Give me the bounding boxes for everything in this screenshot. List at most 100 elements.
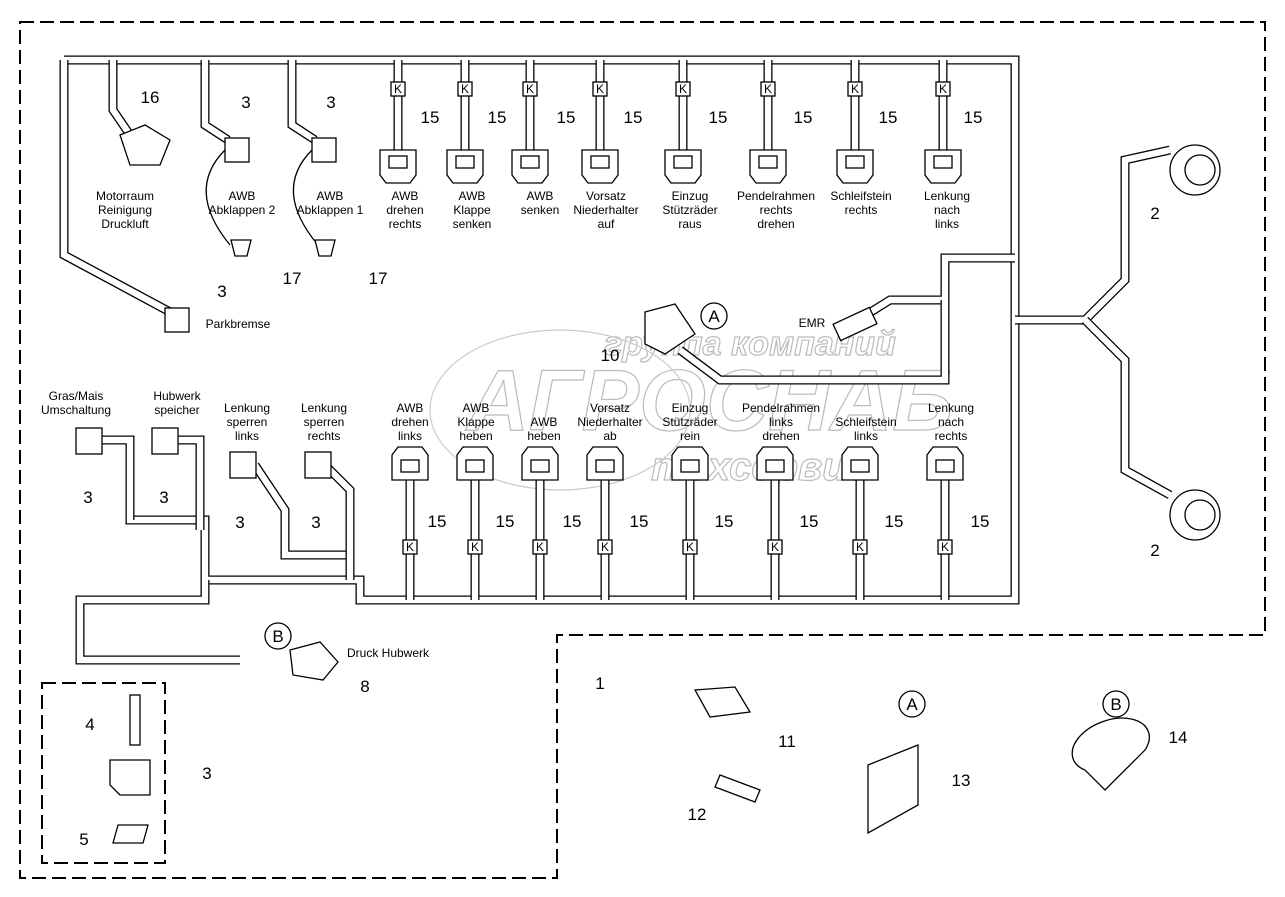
callout-number: 15 xyxy=(428,512,447,531)
connector-15-socket xyxy=(520,155,540,169)
k-marker-label: K xyxy=(406,540,414,554)
k-marker xyxy=(847,81,863,97)
bottom-connector-label: links xyxy=(235,429,259,443)
harness-plug-bottom-inner xyxy=(1082,317,1172,498)
top-connector-label: links xyxy=(935,217,959,231)
k-marker xyxy=(592,81,608,97)
k-marker xyxy=(522,81,538,97)
harness-hubwerk-branch-inner xyxy=(76,580,240,664)
callout-number: 15 xyxy=(488,108,507,127)
connector-3 xyxy=(151,427,179,455)
reference-circle xyxy=(1102,690,1130,718)
top-connector-label: drehen xyxy=(757,217,794,231)
k-marker xyxy=(682,539,698,555)
bottom-connector-label: AWB xyxy=(397,401,424,415)
k-marker xyxy=(937,539,953,555)
k-marker xyxy=(532,539,548,555)
top-connector-label: Reinigung xyxy=(98,203,152,217)
harness-drop-sperren-r-inner xyxy=(322,462,354,580)
harness-main-loop-inner xyxy=(64,56,1019,604)
top-connector-label: drehen xyxy=(386,203,423,217)
harness-parkbremse-branch-inner xyxy=(60,60,172,315)
callout-number: 15 xyxy=(879,108,898,127)
module-13 xyxy=(867,744,919,835)
callout-number: 15 xyxy=(630,512,649,531)
parkbremse-label: Parkbremse xyxy=(206,317,271,331)
top-connector-label: auf xyxy=(598,217,615,231)
bottom-connector-label: Schleifstein xyxy=(835,415,896,429)
k-marker-label: K xyxy=(764,82,772,96)
top-connector-label: nach xyxy=(934,203,960,217)
bottom-connector-label: Einzug xyxy=(672,401,709,415)
k-marker-label: K xyxy=(679,82,687,96)
reference-letter: A xyxy=(906,695,918,714)
fitting-11 xyxy=(693,686,752,718)
round-plug-2-face xyxy=(1184,154,1216,186)
top-connector-label: AWB xyxy=(317,189,344,203)
callout-number: 10 xyxy=(601,346,620,365)
bottom-connector-label: heben xyxy=(459,429,492,443)
bottom-connector-label: AWB xyxy=(531,415,558,429)
connector-15-socket xyxy=(595,459,615,473)
k-marker-label: K xyxy=(686,540,694,554)
bottom-connector-label: drehen xyxy=(391,415,428,429)
callout-number: 3 xyxy=(217,282,226,301)
connector-8 xyxy=(289,641,339,681)
bottom-connector-label: nach xyxy=(938,415,964,429)
emr-label: EMR xyxy=(799,316,826,330)
harness-wires xyxy=(59,55,1173,665)
bottom-connector-label: Hubwerk xyxy=(153,389,201,403)
k-marker xyxy=(457,81,473,97)
callout-number: 3 xyxy=(311,513,320,532)
bottom-connector-label: Lenkung xyxy=(928,401,974,415)
callout-number: 15 xyxy=(421,108,440,127)
bottom-connector-label: AWB xyxy=(463,401,490,415)
top-connector-label: Druckluft xyxy=(101,217,149,231)
top-connector-label: Einzug xyxy=(672,189,709,203)
top-connector-label: AWB xyxy=(229,189,256,203)
callout-number: 11 xyxy=(778,732,796,751)
connector-15-socket xyxy=(850,459,870,473)
connector-3 xyxy=(75,427,103,455)
connector-emr xyxy=(832,306,878,342)
bottom-connector-label: drehen xyxy=(762,429,799,443)
connector-16 xyxy=(119,124,171,166)
bottom-connector-label: Niederhalter xyxy=(577,415,642,429)
top-connector-label: Niederhalter xyxy=(573,203,638,217)
callout-number: 3 xyxy=(159,488,168,507)
top-connector-label: rechts xyxy=(760,203,793,217)
round-plug-2-face xyxy=(1184,499,1216,531)
detail-box xyxy=(41,682,166,864)
connector-15-socket xyxy=(765,459,785,473)
connector-10 xyxy=(644,303,696,355)
screw-4 xyxy=(129,694,141,746)
k-marker xyxy=(597,539,613,555)
plug-17 xyxy=(230,239,252,257)
k-marker-label: K xyxy=(461,82,469,96)
bottom-connector-label: Klappe xyxy=(457,415,495,429)
k-marker-label: K xyxy=(856,540,864,554)
k-marker xyxy=(390,81,406,97)
bottom-connector-label: links xyxy=(854,429,878,443)
pressure-switch-14 xyxy=(1071,717,1150,791)
callout-number: 15 xyxy=(971,512,990,531)
k-marker-label: K xyxy=(526,82,534,96)
harness-10-branch-inner xyxy=(678,300,949,384)
k-marker xyxy=(760,81,776,97)
harness-emr-branch-inner xyxy=(848,254,1015,328)
reference-letter: A xyxy=(708,307,720,326)
dashed-frame xyxy=(19,21,1266,879)
connector-3 xyxy=(164,307,190,333)
bottom-connector-label: rechts xyxy=(935,429,968,443)
k-marker xyxy=(767,539,783,555)
parts xyxy=(75,81,1221,844)
callout-number: 3 xyxy=(83,488,92,507)
top-connector-label: AWB xyxy=(392,189,419,203)
harness-drop-gras xyxy=(100,435,135,520)
bottom-connector-label: rechts xyxy=(308,429,341,443)
callout-number: 3 xyxy=(326,93,335,112)
callout-number: 17 xyxy=(283,269,302,288)
bottom-connector-label: speicher xyxy=(154,403,199,417)
top-connector-label: rechts xyxy=(845,203,878,217)
